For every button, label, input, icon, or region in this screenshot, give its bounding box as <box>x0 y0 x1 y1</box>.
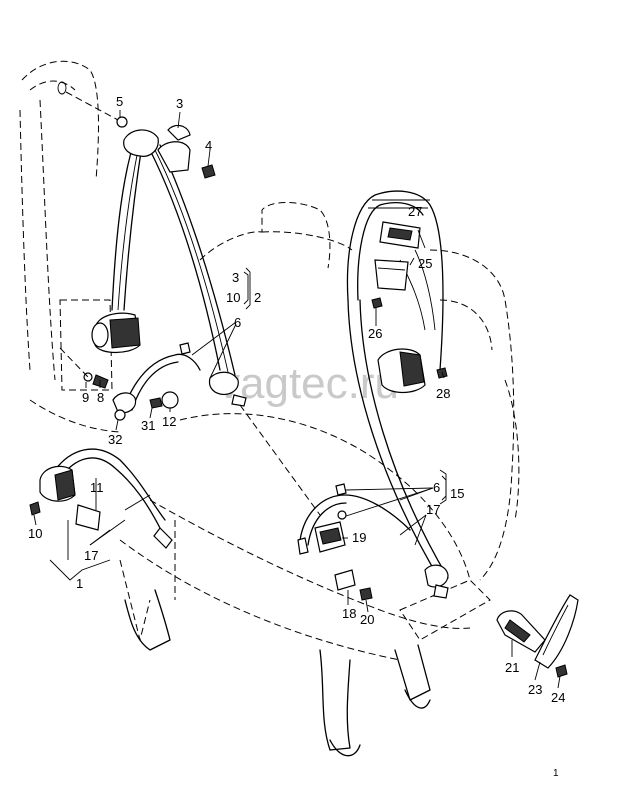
label-23: 23 <box>528 682 542 697</box>
label-brackets <box>243 271 447 501</box>
upper-anchor <box>123 124 191 173</box>
label-17-right: 17 <box>426 502 440 517</box>
right-retractor <box>377 348 448 394</box>
right-seat-belt <box>346 190 449 581</box>
leader-left-belt-to-buckle <box>239 404 321 516</box>
middle-buckle-lower <box>297 483 411 601</box>
b-pillar-outline <box>19 60 121 433</box>
label-32: 32 <box>108 432 122 447</box>
label-18: 18 <box>342 606 356 621</box>
label-1: 1 <box>76 576 83 591</box>
label-21: 21 <box>505 660 519 675</box>
leader-lines <box>33 110 561 689</box>
right-belt-lower-guide <box>424 564 449 599</box>
label-19: 19 <box>352 530 366 545</box>
part-number-labels: 5 3 4 3 10 2 6 9 8 31 12 32 11 10 17 1 6… <box>28 94 565 705</box>
label-11: 11 <box>90 480 104 495</box>
label-10-top: 10 <box>226 290 240 305</box>
belt-guide-left <box>208 371 247 407</box>
mount-hole-5 <box>57 81 67 95</box>
label-8: 8 <box>97 390 104 405</box>
seat-frame-legs <box>124 589 431 757</box>
label-12: 12 <box>162 414 176 429</box>
label-10-left: 10 <box>28 526 42 541</box>
bolt-4 <box>201 164 216 179</box>
label-24: 24 <box>551 690 565 705</box>
label-6-right: 6 <box>433 480 440 495</box>
watermark-text: vagtec.ru <box>218 359 399 408</box>
label-25: 25 <box>418 256 432 271</box>
label-3-top: 3 <box>176 96 183 111</box>
label-9: 9 <box>82 390 89 405</box>
label-5: 5 <box>116 94 123 109</box>
label-17-left: 17 <box>84 548 98 563</box>
label-4: 4 <box>205 138 212 153</box>
label-2: 2 <box>254 290 261 305</box>
seat-outline <box>119 202 520 661</box>
right-anchor-plate <box>496 594 579 678</box>
label-15: 15 <box>450 486 464 501</box>
left-retractor <box>91 312 141 354</box>
lap-belt-assembly-1 <box>29 448 173 549</box>
label-20: 20 <box>360 612 374 627</box>
leader-5 <box>65 91 119 121</box>
label-6-top: 6 <box>234 315 241 330</box>
label-31: 31 <box>141 418 155 433</box>
upper-guide-right <box>371 221 421 309</box>
label-3: 3 <box>232 270 239 285</box>
middle-buckle-stalk <box>112 342 201 421</box>
label-27: 27 <box>408 204 422 219</box>
washer-5 <box>116 116 128 128</box>
page-number: 1 <box>553 768 559 779</box>
label-28: 28 <box>436 386 450 401</box>
bolt-8-washer-9 <box>59 347 109 389</box>
label-26: 26 <box>368 326 382 341</box>
